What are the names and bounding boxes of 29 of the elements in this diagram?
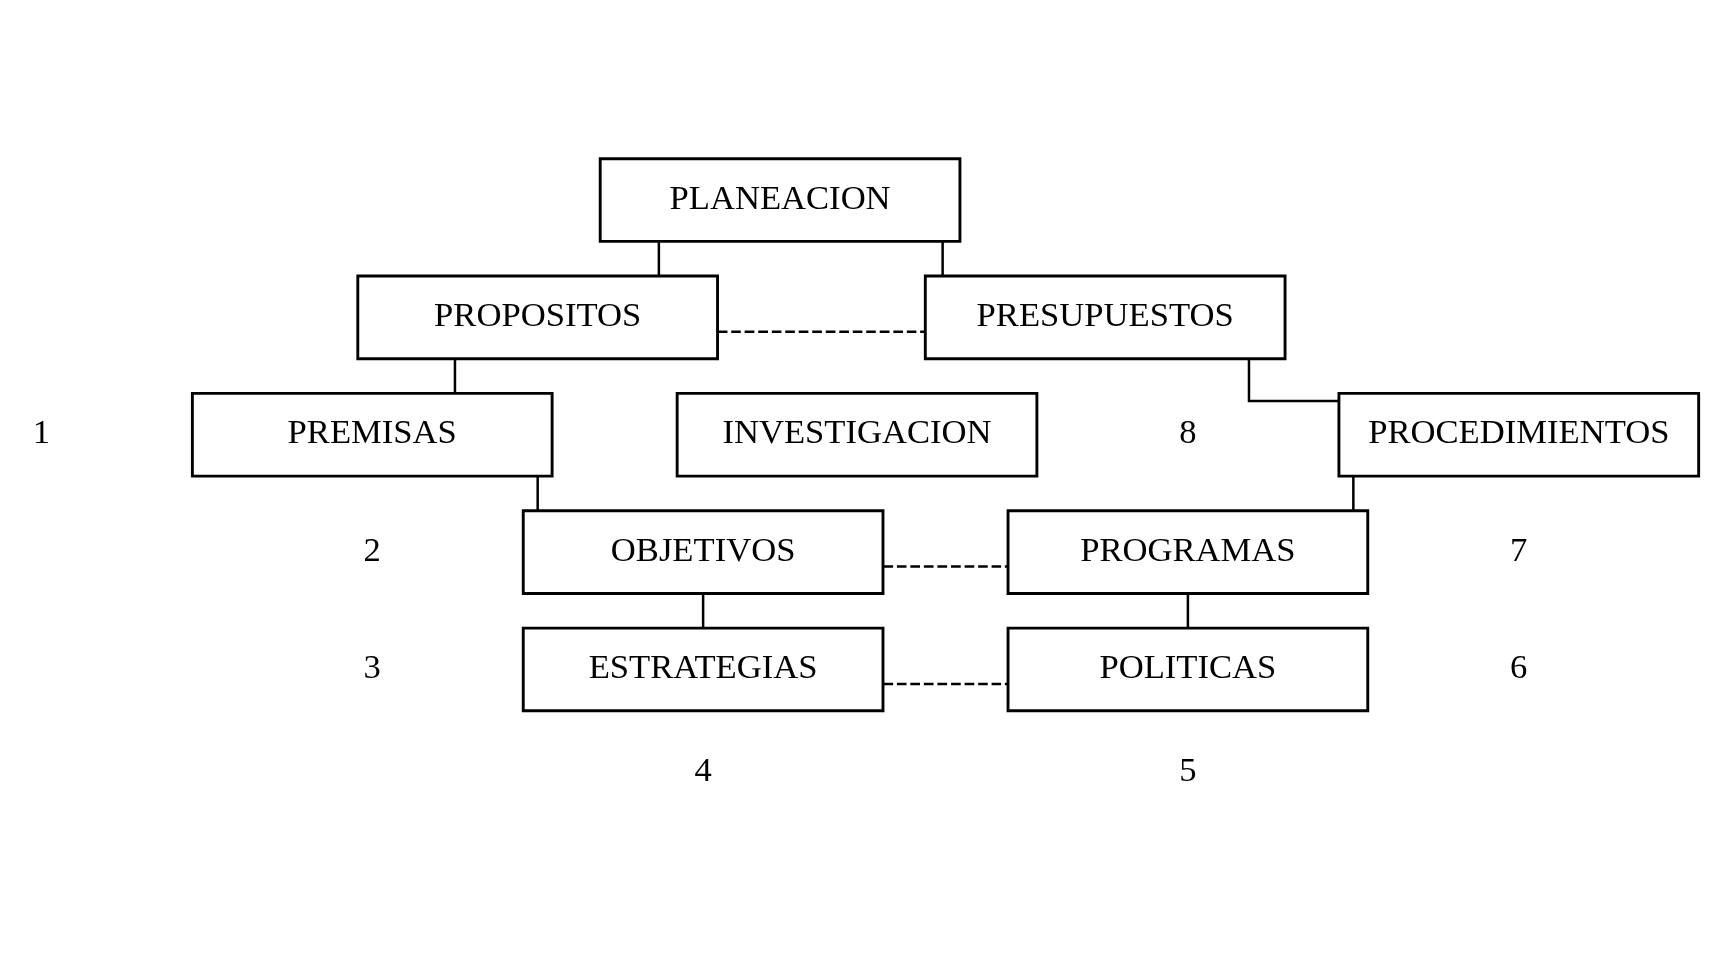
node-box: INVESTIGACION <box>675 391 1039 478</box>
connector <box>453 358 457 393</box>
node-box: PLANEACION <box>598 156 962 243</box>
node-box: PROCEDIMIENTOS <box>1337 391 1701 478</box>
label: 6 <box>1510 646 1528 685</box>
node-box: PRESUPUESTOS <box>923 274 1287 360</box>
label: 5 <box>1179 749 1197 788</box>
connector <box>941 241 944 276</box>
node-box: OBJETIVOS <box>521 508 885 595</box>
connector <box>536 475 539 511</box>
connector <box>883 682 1008 685</box>
node-box: PROPOSITOS <box>356 274 719 360</box>
label: 3 <box>363 646 381 685</box>
connector <box>1247 358 1339 402</box>
connector <box>718 330 926 333</box>
connector <box>1352 475 1355 511</box>
label: 8 <box>1179 411 1197 450</box>
label: 4 <box>694 749 712 788</box>
connector <box>883 564 1008 568</box>
label: 1 <box>32 411 50 450</box>
label: 2 <box>363 529 381 568</box>
node-box: PREMISAS <box>190 391 554 478</box>
connector <box>701 593 705 628</box>
node-box: POLITICAS <box>1006 626 1370 712</box>
node-box: ESTRATEGIAS <box>521 626 885 712</box>
connector <box>657 241 661 276</box>
connector <box>1186 593 1190 628</box>
label: 7 <box>1510 529 1528 568</box>
node-box: PROGRAMAS <box>1006 508 1370 595</box>
